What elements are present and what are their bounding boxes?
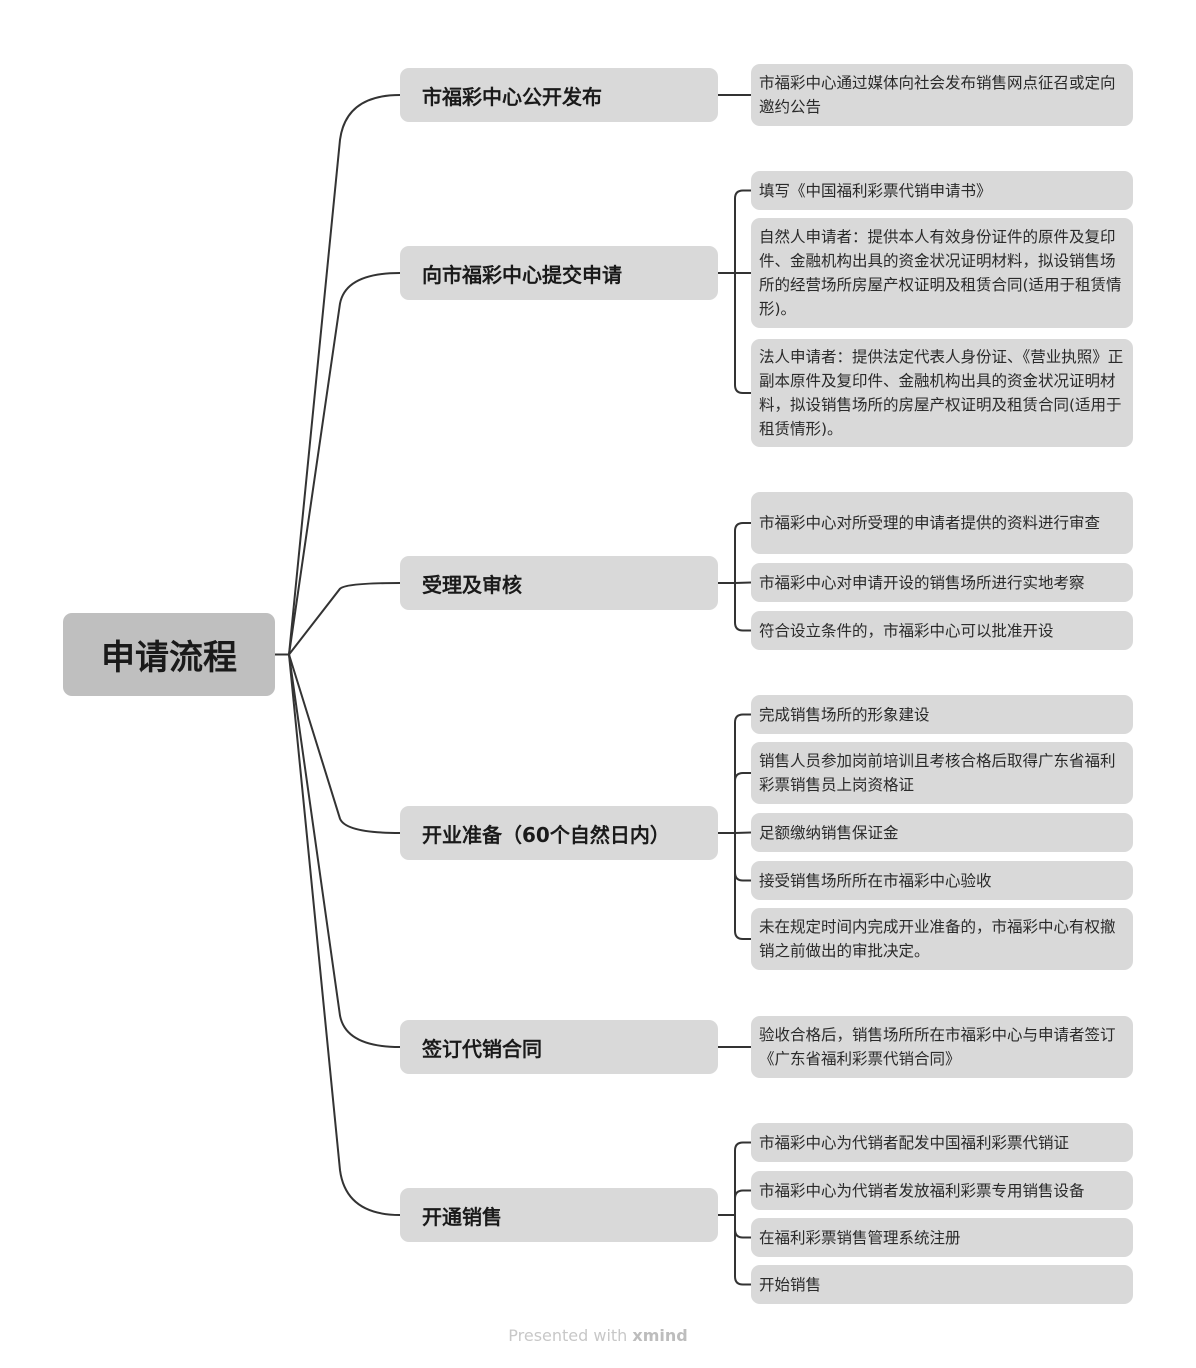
leaf-connector	[734, 1215, 751, 1239]
leaf-topic[interactable]: 未在规定时间内完成开业准备的，市福彩中心有权撤销之前做出的审批决定。	[751, 908, 1133, 970]
branch-topic-submit[interactable]: 向市福彩中心提交申请	[400, 246, 718, 300]
branch-connector	[288, 582, 401, 656]
branch-connector	[288, 654, 401, 834]
leaf-topic[interactable]: 市福彩中心对所受理的申请者提供的资料进行审查	[751, 492, 1133, 554]
leaf-connector	[734, 581, 752, 584]
leaf-topic[interactable]: 市福彩中心对申请开设的销售场所进行实地考察	[751, 563, 1133, 602]
branch-connector	[288, 654, 401, 1048]
leaf-connector	[734, 772, 751, 833]
footer-prefix: Presented with	[508, 1326, 628, 1345]
leaf-connector	[734, 522, 751, 583]
xmind-logo: xmind	[632, 1326, 688, 1345]
leaf-connector	[734, 189, 751, 273]
branch-topic-contract[interactable]: 签订代销合同	[400, 1020, 718, 1074]
leaf-topic[interactable]: 在福利彩票销售管理系统注册	[751, 1218, 1133, 1257]
leaf-connector	[734, 833, 751, 882]
leaf-topic[interactable]: 法人申请者：提供法定代表人身份证、《营业执照》正副本原件及复印件、金融机构出具的…	[751, 339, 1133, 447]
leaf-connector	[734, 713, 751, 833]
branch-topic-review[interactable]: 受理及审核	[400, 556, 718, 610]
leaf-connector	[734, 833, 751, 940]
leaf-topic[interactable]: 符合设立条件的，市福彩中心可以批准开设	[751, 611, 1133, 650]
leaf-topic[interactable]: 市福彩中心通过媒体向社会发布销售网点征召或定向邀约公告	[751, 64, 1133, 126]
branch-topic-prepare[interactable]: 开业准备（60个自然日内）	[400, 806, 718, 860]
leaf-connector	[734, 1141, 751, 1215]
leaf-connector	[734, 273, 751, 394]
leaf-topic[interactable]: 填写《中国福利彩票代销申请书》	[751, 171, 1133, 210]
leaf-topic[interactable]: 销售人员参加岗前培训且考核合格后取得广东省福利彩票销售员上岗资格证	[751, 742, 1133, 804]
leaf-topic[interactable]: 足额缴纳销售保证金	[751, 813, 1133, 852]
branch-connector	[288, 272, 401, 655]
leaf-connector	[734, 583, 751, 632]
leaf-topic[interactable]: 接受销售场所所在市福彩中心验收	[751, 861, 1133, 900]
root-topic[interactable]: 申请流程	[63, 613, 275, 696]
leaf-topic[interactable]: 市福彩中心为代销者发放福利彩票专用销售设备	[751, 1171, 1133, 1210]
branch-connector	[288, 94, 401, 655]
leaf-connector	[734, 1189, 751, 1215]
leaf-connector	[734, 831, 752, 834]
leaf-topic[interactable]: 开始销售	[751, 1265, 1133, 1304]
leaf-topic[interactable]: 验收合格后，销售场所所在市福彩中心与申请者签订《广东省福利彩票代销合同》	[751, 1016, 1133, 1078]
branch-topic-publish[interactable]: 市福彩中心公开发布	[400, 68, 718, 122]
branch-topic-open[interactable]: 开通销售	[400, 1188, 718, 1242]
leaf-topic[interactable]: 市福彩中心为代销者配发中国福利彩票代销证	[751, 1123, 1133, 1162]
footer-watermark: Presented with xmind	[0, 1326, 1196, 1345]
leaf-connector	[734, 1215, 751, 1286]
branch-connector	[288, 654, 401, 1216]
leaf-topic[interactable]: 完成销售场所的形象建设	[751, 695, 1133, 734]
leaf-topic[interactable]: 自然人申请者：提供本人有效身份证件的原件及复印件、金融机构出具的资金状况证明材料…	[751, 218, 1133, 328]
